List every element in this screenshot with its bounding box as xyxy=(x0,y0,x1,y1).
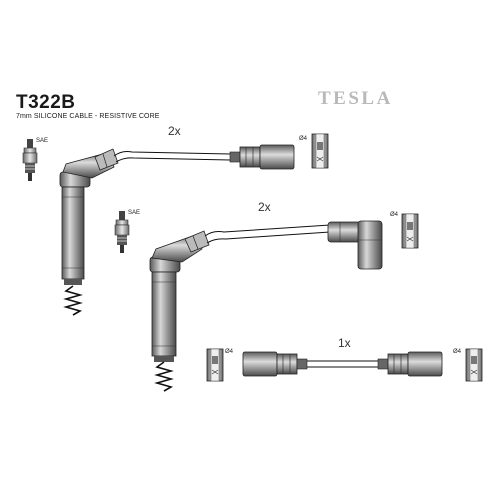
cable-3-terminal-size-left: Ø4 xyxy=(225,349,234,355)
cable-3-quantity: 1x xyxy=(338,336,351,350)
coil-connector xyxy=(229,144,295,170)
terminal-icon xyxy=(465,348,483,382)
spark-plug-icon xyxy=(114,211,130,253)
terminal-icon xyxy=(401,213,419,249)
plug-boot xyxy=(59,171,91,285)
cable-2-terminal-size: Ø4 xyxy=(390,212,399,218)
cable-1-terminal-size: Ø4 xyxy=(299,136,308,142)
terminal-icon xyxy=(206,348,224,382)
cable-3-terminal-size-right: Ø4 xyxy=(453,349,462,355)
coil-connector-left xyxy=(242,351,308,377)
angled-neck xyxy=(151,230,210,263)
terminal-icon xyxy=(311,133,329,169)
cable-3 xyxy=(206,348,483,382)
cable-2-plug-standard: SAE xyxy=(128,210,141,216)
cable-1 xyxy=(22,133,329,316)
part-number: T322B xyxy=(16,92,76,113)
coil-connector-right xyxy=(377,351,443,377)
cable-1-quantity: 2x xyxy=(168,124,181,138)
cable-wire xyxy=(204,224,331,237)
coil-connector xyxy=(327,220,383,270)
spring-contact xyxy=(63,285,83,316)
spring-contact xyxy=(154,361,174,392)
angled-neck xyxy=(62,148,119,179)
cable-2-quantity: 2x xyxy=(258,200,271,214)
spark-plug-icon xyxy=(22,139,38,181)
brand-logo: TESLA xyxy=(318,88,393,109)
cable-1-plug-standard: SAE xyxy=(36,138,49,144)
plug-boot xyxy=(149,256,181,362)
cable-2 xyxy=(114,211,419,392)
cable-spec: 7mm SILICONE CABLE - RESISTIVE CORE xyxy=(16,113,160,120)
cable-wire xyxy=(113,151,231,157)
